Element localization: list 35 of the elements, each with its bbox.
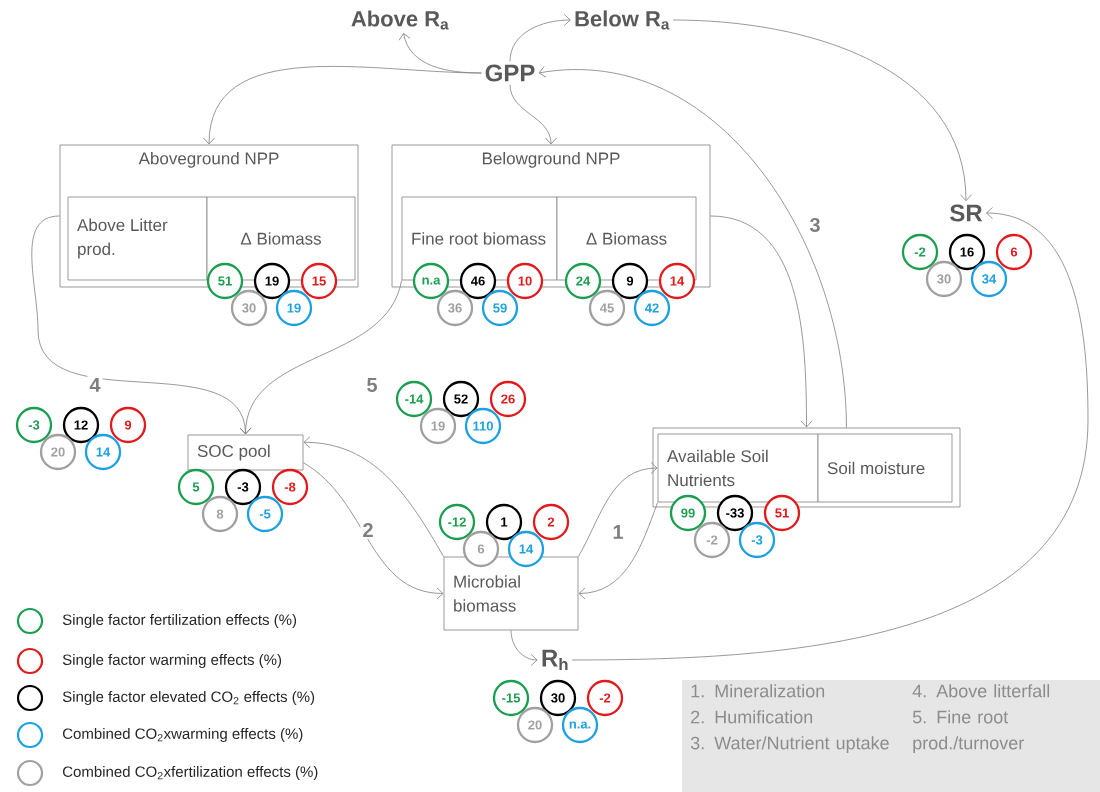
flux-label: Below R$_{a}$ (575, 10, 670, 30)
arrow (710, 215, 813, 428)
edge-label: 1 (610, 523, 626, 541)
legend-text: Combined CO$_{2}$xfertilization effects (%) (63, 766, 318, 780)
note-text: 2. Humification (691, 710, 813, 724)
flux-label: SR (950, 204, 983, 222)
legend-text: Single factor warming effects (%) (62, 654, 282, 668)
arrow (303, 436, 444, 557)
arrow (510, 630, 538, 666)
arrow (509, 84, 557, 145)
legend-text: Combined CO$_{2}$xwarming effects (%) (63, 728, 303, 742)
note-text: 5. Fine root prod./turnover (912, 710, 1024, 753)
arrow (672, 19, 972, 202)
legend-text: Single factor elevated CO$_{2}$ effects (%) (62, 691, 315, 705)
edge-label: 4 (87, 376, 103, 394)
flux-label: R$_{h}$ (542, 649, 568, 671)
arrow (578, 462, 658, 557)
flux-label: Above R$_{a}$ (351, 10, 449, 30)
arrow (538, 66, 847, 428)
note-text: 3. Water/Nutrient uptake (690, 736, 889, 753)
edge-label: 3 (807, 215, 823, 235)
arrow (203, 66, 482, 145)
flux-label: GPP (485, 64, 535, 82)
note-text: 1. Mineralization (691, 684, 825, 698)
arrow (303, 462, 444, 600)
process-box: Soil moisture (817, 433, 953, 503)
process-box: Above Litter prod. (67, 196, 208, 281)
legend-text: Single factor fertilization effects (%) (62, 614, 297, 628)
arrow (578, 502, 658, 600)
edge-label: 5 (364, 376, 380, 394)
arrow (239, 280, 402, 435)
arrow (571, 207, 1089, 661)
note-text: 4. Above litterfall (912, 684, 1050, 698)
edge-label: 2 (360, 521, 376, 539)
arrow (509, 14, 571, 62)
